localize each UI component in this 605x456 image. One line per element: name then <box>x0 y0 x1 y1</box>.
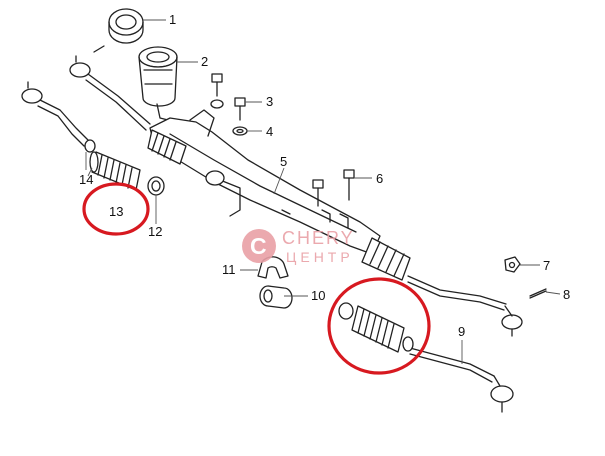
part-10-bushing <box>259 285 293 309</box>
part-14-clamp <box>84 139 96 153</box>
part-7-nut <box>504 256 521 273</box>
watermark-line2: ЦЕНТР <box>286 249 354 265</box>
watermark-logo-circle <box>242 229 276 263</box>
chery-centr-watermark: C CHERY ЦЕНТР <box>242 228 355 265</box>
small-pin <box>93 45 105 53</box>
label-12: 12 <box>148 224 162 239</box>
label-6: 6 <box>376 171 383 186</box>
part-2-valve-housing <box>138 46 178 121</box>
part-3-bolt <box>210 73 246 121</box>
part-1-bearing <box>108 8 144 44</box>
label-13: 13 <box>109 204 123 219</box>
part-12-clamp <box>147 176 165 196</box>
label-8: 8 <box>563 287 570 302</box>
part-6-bolt <box>312 169 355 207</box>
label-3: 3 <box>266 94 273 109</box>
label-14: 14 <box>79 172 93 187</box>
rack-left-bellows <box>147 129 187 165</box>
right-boot <box>338 302 414 353</box>
label-2: 2 <box>201 54 208 69</box>
part-9-tie-rod <box>409 347 514 413</box>
label-9: 9 <box>458 324 465 339</box>
highlight-circle-right-boot <box>327 277 431 375</box>
watermark-line1: CHERY <box>282 228 355 248</box>
label-11: 11 <box>222 262 236 277</box>
label-10: 10 <box>311 288 325 303</box>
watermark-logo-letter: C <box>250 233 267 259</box>
part-labels: 1 2 3 4 5 6 7 8 9 10 11 12 13 14 <box>79 12 570 339</box>
label-7: 7 <box>543 258 550 273</box>
right-outer-tie-rod <box>407 275 523 337</box>
left-outer-tie-rod-upper <box>69 55 151 131</box>
label-4: 4 <box>266 124 273 139</box>
part-8-cotter-pin <box>529 288 547 299</box>
part-4-washer <box>232 126 248 136</box>
leader-lines <box>85 19 561 364</box>
left-outer-tie-rod-lower <box>21 81 89 147</box>
highlight-circles <box>82 182 431 375</box>
highlight-circle-13 <box>82 182 150 236</box>
rack-right-bellows <box>361 237 411 281</box>
label-5: 5 <box>280 154 287 169</box>
label-1: 1 <box>169 12 176 27</box>
